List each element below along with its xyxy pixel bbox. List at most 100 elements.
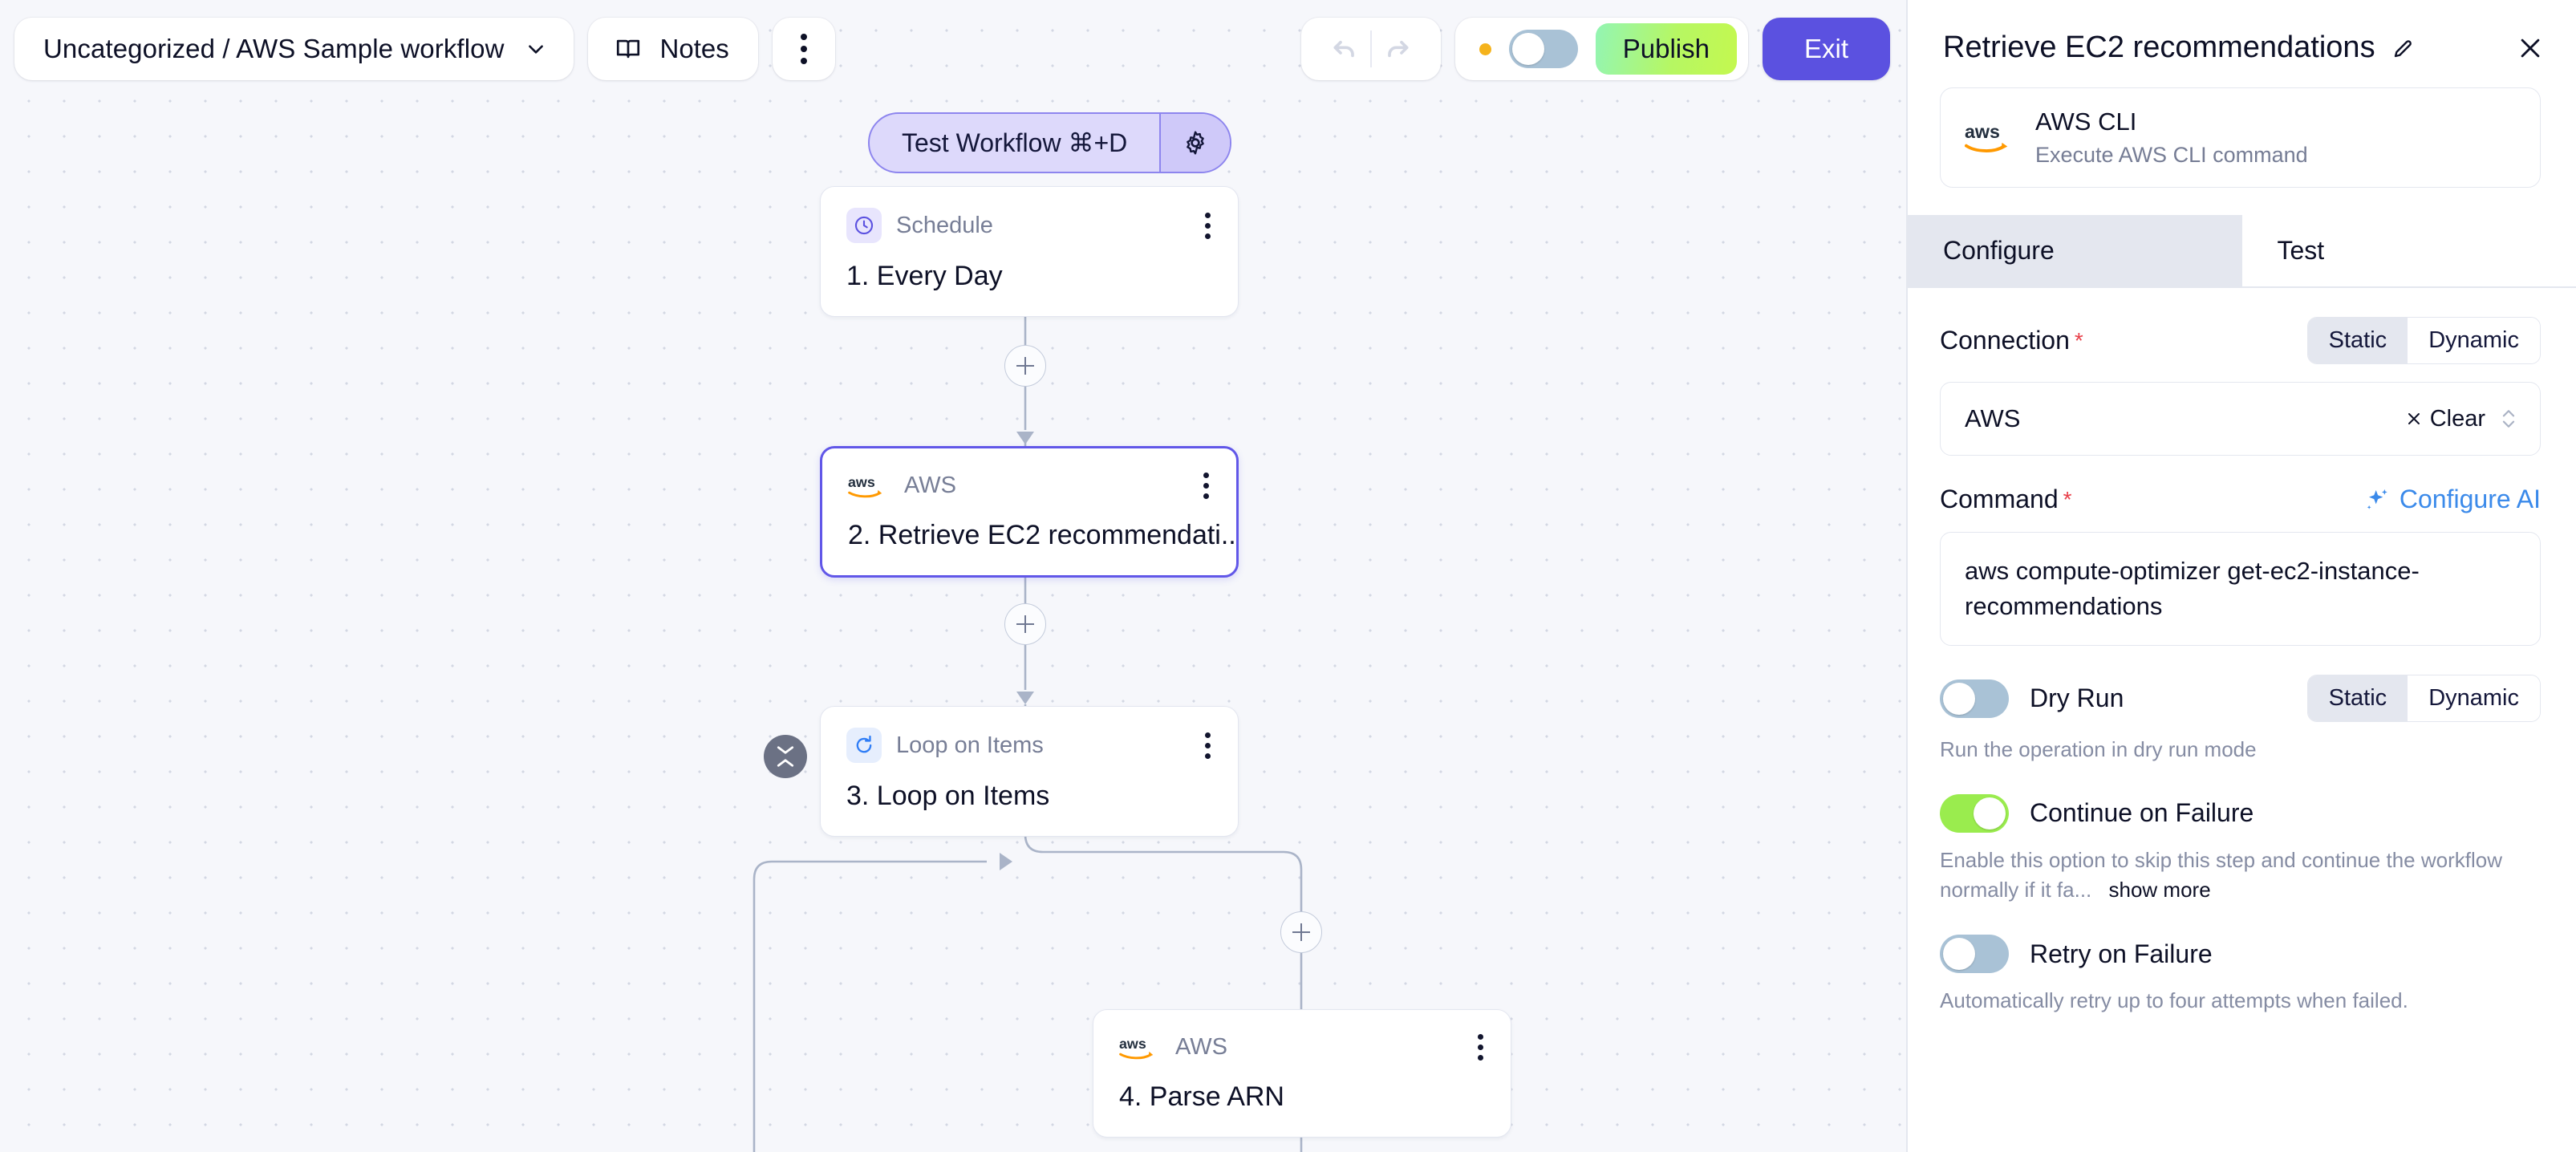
connection-mode-dynamic[interactable]: Dynamic xyxy=(2408,318,2540,363)
add-step-button-3[interactable] xyxy=(1280,911,1322,953)
collapse-loop-button[interactable] xyxy=(764,735,807,778)
node-type-label: Loop on Items xyxy=(896,732,1044,758)
command-label: Command xyxy=(1940,485,2059,513)
dry-run-mode-dynamic[interactable]: Dynamic xyxy=(2408,675,2540,722)
aws-logo-icon: aws xyxy=(848,473,882,497)
required-asterisk: * xyxy=(2063,486,2072,512)
chevron-updown-icon xyxy=(2502,410,2515,428)
continue-on-failure-helper: Enable this option to skip this step and… xyxy=(1940,846,2541,906)
undo-button[interactable] xyxy=(1319,18,1370,80)
panel-title: Retrieve EC2 recommendations xyxy=(1943,30,2375,64)
kebab-menu-icon xyxy=(800,34,807,64)
continue-on-failure-toggle[interactable] xyxy=(1940,793,2009,833)
show-more-button[interactable]: show more xyxy=(2108,878,2211,903)
svg-text:aws: aws xyxy=(1965,121,2000,142)
chevron-up-icon xyxy=(777,759,794,767)
close-icon[interactable] xyxy=(2517,34,2544,62)
chevron-down-icon xyxy=(528,45,543,54)
node-menu-button[interactable] xyxy=(1199,729,1217,762)
workflow-name-label: Uncategorized / AWS Sample workflow xyxy=(43,34,505,63)
exit-button[interactable]: Exit xyxy=(1762,18,1890,80)
add-step-button-1[interactable] xyxy=(1004,345,1046,387)
notes-label: Notes xyxy=(659,34,729,63)
connection-mode-segmented: Static Dynamic xyxy=(2306,317,2541,364)
node-menu-button[interactable] xyxy=(1199,209,1217,242)
node-header: Loop on Items xyxy=(821,707,1238,763)
test-pill-divider xyxy=(1159,114,1162,172)
configure-ai-label: Configure AI xyxy=(2399,485,2541,513)
unsaved-status-dot xyxy=(1479,43,1491,55)
test-settings-button[interactable] xyxy=(1161,114,1231,172)
clear-connection-button[interactable]: Clear xyxy=(2404,406,2485,432)
undo-redo-group xyxy=(1300,18,1441,80)
add-step-button-2[interactable] xyxy=(1004,603,1046,645)
continue-on-failure-label: Continue on Failure xyxy=(2030,798,2254,828)
tab-configure[interactable]: Configure xyxy=(1908,215,2242,286)
continue-on-failure-row: Continue on Failure xyxy=(1940,793,2541,833)
activate-toggle[interactable] xyxy=(1508,30,1578,68)
connection-value: AWS xyxy=(1965,404,2021,432)
retry-on-failure-toggle[interactable] xyxy=(1940,935,2009,974)
dry-run-helper: Run the operation in dry run mode xyxy=(1940,737,2257,762)
retry-on-failure-label: Retry on Failure xyxy=(2030,939,2213,968)
connection-mode-static[interactable]: Static xyxy=(2307,318,2408,363)
configure-ai-button[interactable]: Configure AI xyxy=(2364,485,2541,514)
svg-text:aws: aws xyxy=(1119,1035,1146,1051)
connection-row: Connection * Static Dynamic xyxy=(1940,317,2541,364)
node-type-label: Schedule xyxy=(896,212,993,238)
service-card: aws AWS CLI Execute AWS CLI command xyxy=(1940,87,2541,188)
node-title: 1. Every Day xyxy=(846,261,1003,291)
connection-label: Connection xyxy=(1940,326,2070,355)
edit-pencil-icon[interactable] xyxy=(2391,36,2416,60)
book-icon xyxy=(616,39,639,59)
sparkle-icon xyxy=(2367,489,2387,509)
tab-test[interactable]: Test xyxy=(2241,215,2576,286)
test-workflow-button[interactable]: Test Workflow ⌘+D xyxy=(902,128,1128,157)
configure-section: Connection * Static Dynamic AWS Clear xyxy=(1908,317,2576,1016)
workflow-node-loop-on-items[interactable]: Loop on Items 3. Loop on Items xyxy=(820,706,1239,837)
command-input[interactable]: aws compute-optimizer get-ec2-instance-r… xyxy=(1940,532,2541,647)
node-header: aws AWS xyxy=(1093,1010,1511,1064)
gear-icon xyxy=(1187,131,1205,155)
publish-group: Publish xyxy=(1454,18,1748,80)
test-workflow-pill: Test Workflow ⌘+D xyxy=(868,112,1232,173)
panel-header: Retrieve EC2 recommendations xyxy=(1908,0,2576,65)
aws-logo-icon: aws xyxy=(1119,1035,1154,1059)
service-name: AWS CLI xyxy=(2035,107,2137,136)
step-config-panel: Retrieve EC2 recommendations aws AWS CLI… xyxy=(1906,0,2576,1152)
node-menu-button[interactable] xyxy=(1197,469,1215,502)
retry-on-failure-row: Retry on Failure xyxy=(1940,935,2541,974)
service-description: Execute AWS CLI command xyxy=(2035,143,2308,167)
workflow-node-parse-arn[interactable]: aws AWS 4. Parse ARN xyxy=(1093,1009,1511,1138)
node-title: 2. Retrieve EC2 recommendati... xyxy=(848,520,1236,550)
chevron-down-icon xyxy=(777,746,794,754)
connection-select[interactable]: AWS Clear xyxy=(1940,382,2541,456)
close-icon xyxy=(2408,413,2420,424)
publish-button[interactable]: Publish xyxy=(1595,23,1737,75)
clear-label: Clear xyxy=(2429,405,2485,432)
aws-logo-icon: aws xyxy=(1965,121,2008,152)
dry-run-row: Dry Run Static Dynamic xyxy=(1940,675,2541,723)
workflow-more-menu-button[interactable] xyxy=(772,18,835,80)
redo-button[interactable] xyxy=(1372,18,1423,80)
workflow-node-retrieve-ec2-recommendations[interactable]: aws AWS 2. Retrieve EC2 recommendati... xyxy=(820,446,1239,578)
workflow-canvas[interactable]: Uncategorized / AWS Sample workflow Note… xyxy=(0,0,1906,1152)
toolbar-divider xyxy=(1369,30,1372,67)
workflow-selector[interactable]: Uncategorized / AWS Sample workflow xyxy=(14,18,574,80)
node-menu-button[interactable] xyxy=(1471,1031,1490,1064)
dry-run-mode-segmented: Static Dynamic xyxy=(2306,675,2541,723)
clock-icon xyxy=(846,208,882,243)
node-title: 3. Loop on Items xyxy=(846,781,1050,811)
node-title: 4. Parse ARN xyxy=(1119,1081,1284,1112)
left-toolbar: Uncategorized / AWS Sample workflow Note… xyxy=(14,18,835,80)
dry-run-mode-static[interactable]: Static xyxy=(2307,675,2408,722)
command-value: aws compute-optimizer get-ec2-instance-r… xyxy=(1965,557,2420,621)
dry-run-toggle[interactable] xyxy=(1940,679,2009,718)
retry-on-failure-helper: Automatically retry up to four attempts … xyxy=(1940,988,2408,1013)
node-type-label: AWS xyxy=(904,473,956,498)
redo-icon xyxy=(1387,40,1409,58)
workflow-node-schedule[interactable]: Schedule 1. Every Day xyxy=(820,186,1239,317)
node-type-label: AWS xyxy=(1175,1034,1227,1060)
notes-button[interactable]: Notes xyxy=(587,18,758,80)
